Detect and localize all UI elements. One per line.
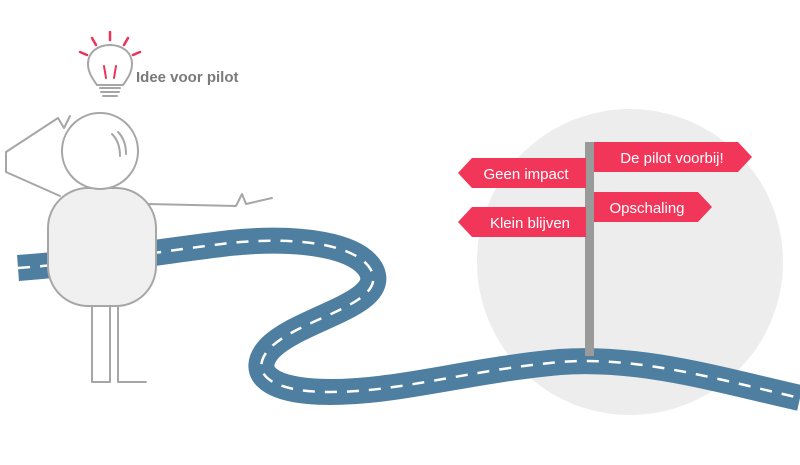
- head-highlight: [117, 131, 127, 155]
- figure-left-arm: [5, 115, 71, 197]
- sign-label: Geen impact: [483, 166, 569, 183]
- head-highlight: [111, 133, 121, 157]
- lightbulb-icon: [78, 30, 142, 97]
- sign-de-pilot-voorbij: De pilot voorbij!: [594, 142, 752, 172]
- sign-shape: [594, 142, 752, 172]
- sign-label: Klein blijven: [490, 215, 570, 232]
- sign-opschaling: Opschaling: [594, 192, 712, 222]
- bulb-filament: [103, 65, 117, 79]
- figure-right-arm: [147, 193, 273, 207]
- signpost-pole: [585, 142, 594, 356]
- sign-shape: [458, 158, 586, 188]
- bulb-base: [99, 87, 121, 97]
- figure-right-leg: [117, 301, 147, 383]
- figure-body: [47, 187, 157, 307]
- sign-shape: [458, 207, 586, 237]
- bulb-glass: [86, 43, 134, 86]
- stick-figure: [5, 112, 273, 383]
- road: [17, 227, 800, 411]
- road-center-dashes: [17, 239, 800, 400]
- sign-geen-impact: Geen impact: [458, 158, 586, 188]
- bulb-rays: [78, 30, 142, 57]
- idea-label: Idee voor pilot: [136, 69, 239, 86]
- sign-shape: [594, 192, 712, 222]
- sign-label: Opschaling: [609, 200, 684, 217]
- figure-left-leg: [91, 301, 111, 383]
- sign-klein-blijven: Klein blijven: [458, 207, 586, 237]
- sign-label: De pilot voorbij!: [620, 150, 723, 167]
